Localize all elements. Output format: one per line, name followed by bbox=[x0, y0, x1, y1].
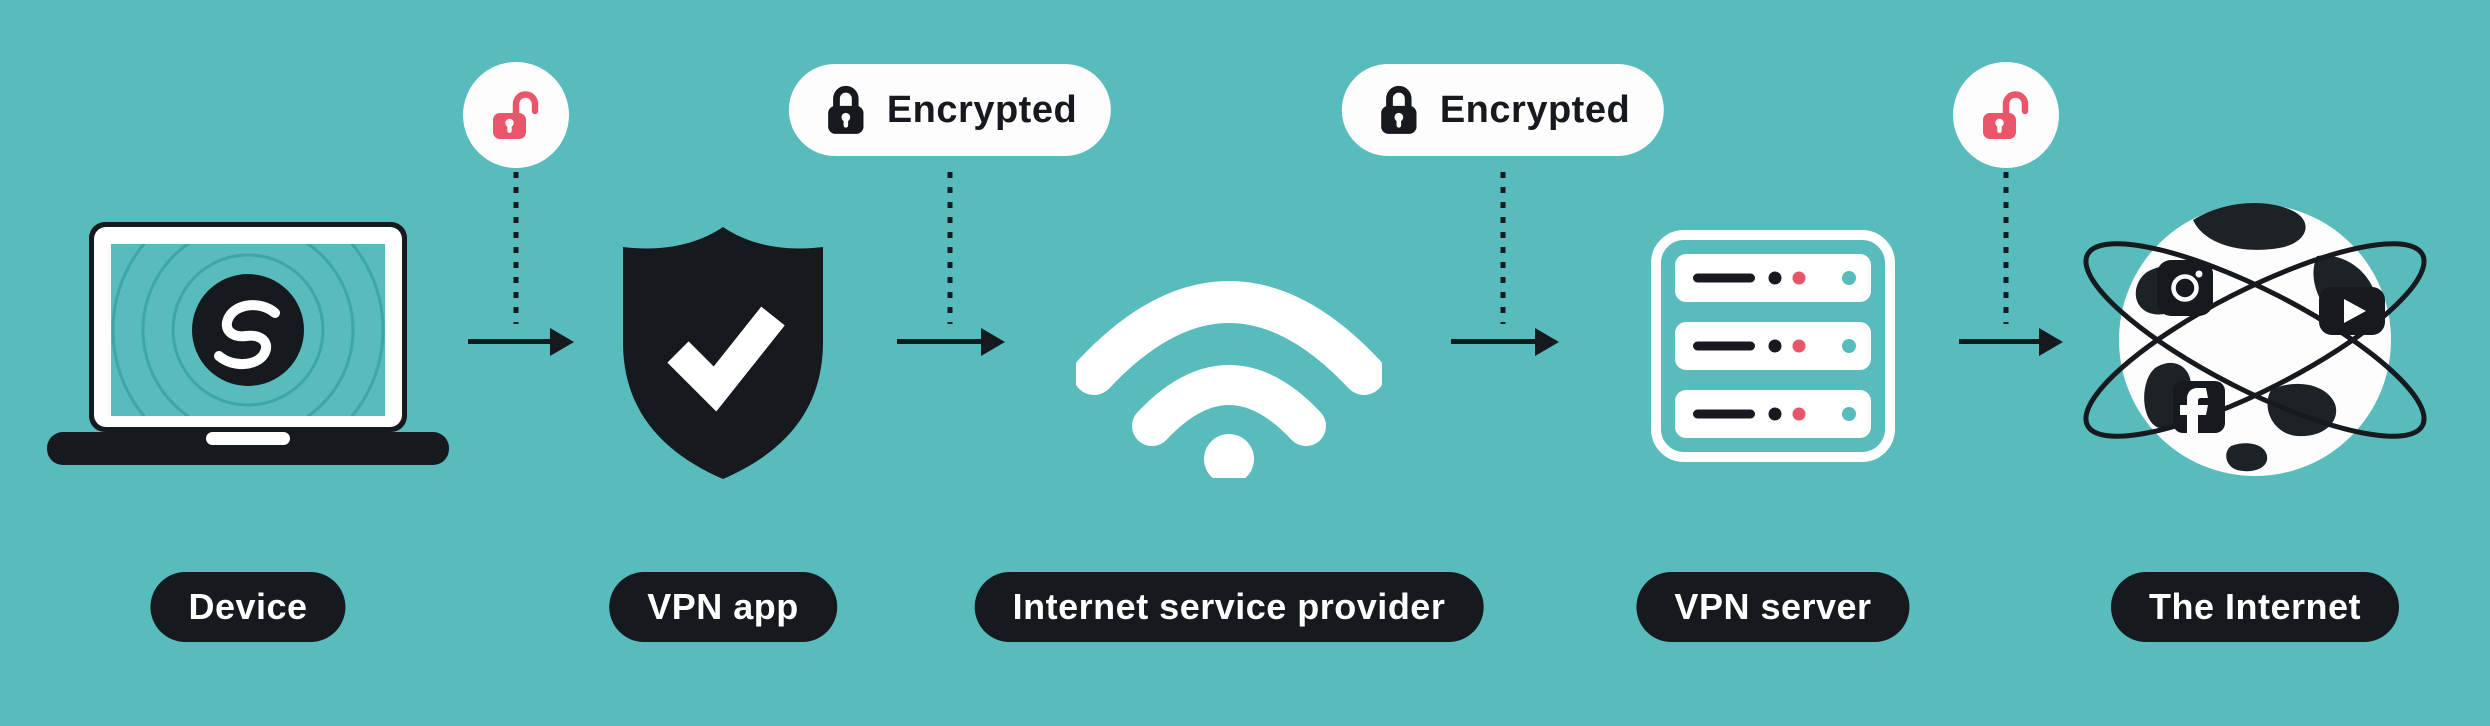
node-label-vpn-app: VPN app bbox=[609, 572, 837, 642]
flow-arrow bbox=[1451, 339, 1535, 344]
node-label-device: Device bbox=[150, 572, 346, 642]
wifi-icon bbox=[1073, 246, 1385, 484]
encrypted-badge-vpn-to-isp: Encrypted bbox=[788, 64, 1112, 156]
unencrypted-badge-device bbox=[463, 62, 569, 168]
laptop-icon bbox=[47, 222, 449, 465]
globe-icon bbox=[2055, 160, 2455, 520]
dotted-connector bbox=[947, 172, 953, 324]
flow-arrow bbox=[1959, 339, 2039, 344]
dotted-connector bbox=[513, 172, 519, 324]
flow-arrow bbox=[897, 339, 981, 344]
encrypted-label: Encrypted bbox=[1439, 89, 1631, 131]
instagram-icon bbox=[2157, 260, 2213, 316]
node-label-internet: The Internet bbox=[2110, 572, 2400, 642]
node-label-isp: Internet service provider bbox=[974, 572, 1484, 642]
closed-lock-icon bbox=[1376, 83, 1422, 137]
server-icon bbox=[1651, 230, 1895, 462]
flow-arrow bbox=[468, 339, 550, 344]
open-lock-icon bbox=[487, 87, 545, 143]
unencrypted-badge-internet bbox=[1953, 62, 2059, 168]
dotted-connector bbox=[2003, 172, 2009, 324]
shield-check-icon bbox=[616, 222, 830, 484]
open-lock-icon bbox=[1977, 87, 2035, 143]
encrypted-badge-isp-to-server: Encrypted bbox=[1341, 64, 1665, 156]
youtube-icon bbox=[2319, 287, 2385, 335]
facebook-icon bbox=[2173, 381, 2225, 434]
dotted-connector bbox=[1500, 172, 1506, 324]
node-label-vpn-server: VPN server bbox=[1636, 572, 1910, 642]
encrypted-label: Encrypted bbox=[886, 89, 1078, 131]
closed-lock-icon bbox=[823, 83, 869, 137]
